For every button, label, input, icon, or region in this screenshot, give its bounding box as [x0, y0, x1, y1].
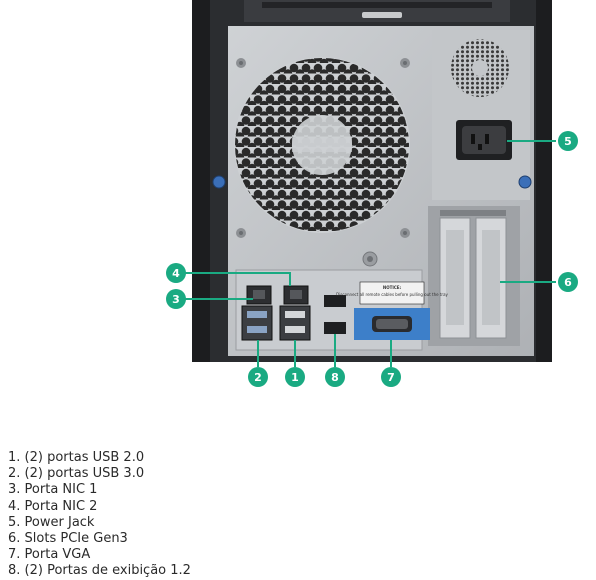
- io-shield: NOTICE: Disconnect all remote cables bef…: [235, 269, 449, 351]
- svg-text:2: 2: [254, 371, 262, 384]
- callout-badge-7: 7: [381, 367, 401, 387]
- legend-item: 7. Porta VGA: [8, 547, 91, 563]
- svg-text:3: 3: [172, 293, 180, 306]
- pcie-slot-area: [428, 206, 520, 346]
- legend-item: 5. Power Jack: [8, 514, 95, 530]
- notice-body: Disconnect all remote cables before pull…: [336, 292, 448, 297]
- callout-badge-1: 1: [285, 367, 305, 387]
- callout-badge-8: 8: [325, 367, 345, 387]
- legend-item: 8. (2) Portas de exibição 1.2: [8, 563, 191, 579]
- svg-text:5: 5: [564, 135, 572, 148]
- power-jack: [456, 120, 512, 160]
- callout-badge-6: 6: [558, 272, 578, 292]
- svg-text:7: 7: [387, 371, 395, 384]
- server-rear-diagram: NOTICE: Disconnect all remote cables bef…: [166, 0, 578, 387]
- callout-badge-4: 4: [166, 263, 186, 283]
- thumbscrew-left: [212, 175, 226, 189]
- callout-lines: [180, 140, 556, 367]
- svg-text:4: 4: [172, 267, 180, 280]
- callout-badge-3: 3: [166, 289, 186, 309]
- fan-grille: [234, 57, 410, 233]
- displayport-1: [324, 295, 346, 307]
- svg-text:1: 1: [291, 371, 299, 384]
- svg-text:8: 8: [331, 371, 339, 384]
- displayport-2: [324, 322, 346, 334]
- callout-badge-5: 5: [558, 131, 578, 151]
- callout-legend: 1. (2) portas USB 2.0 2. (2) portas USB …: [8, 450, 191, 580]
- legend-item: 4. Porta NIC 2: [8, 498, 98, 514]
- legend-item: 6. Slots PCIe Gen3: [8, 531, 128, 547]
- svg-text:6: 6: [564, 276, 572, 289]
- legend-item: 2. (2) portas USB 3.0: [8, 466, 145, 482]
- callout-badge-2: 2: [248, 367, 268, 387]
- notice-title: NOTICE:: [383, 285, 402, 290]
- legend-item: 1. (2) portas USB 2.0: [8, 450, 145, 465]
- legend-item: 3. Porta NIC 1: [8, 482, 98, 498]
- psu-fan: [450, 38, 510, 98]
- thumbscrew-right: [518, 175, 532, 189]
